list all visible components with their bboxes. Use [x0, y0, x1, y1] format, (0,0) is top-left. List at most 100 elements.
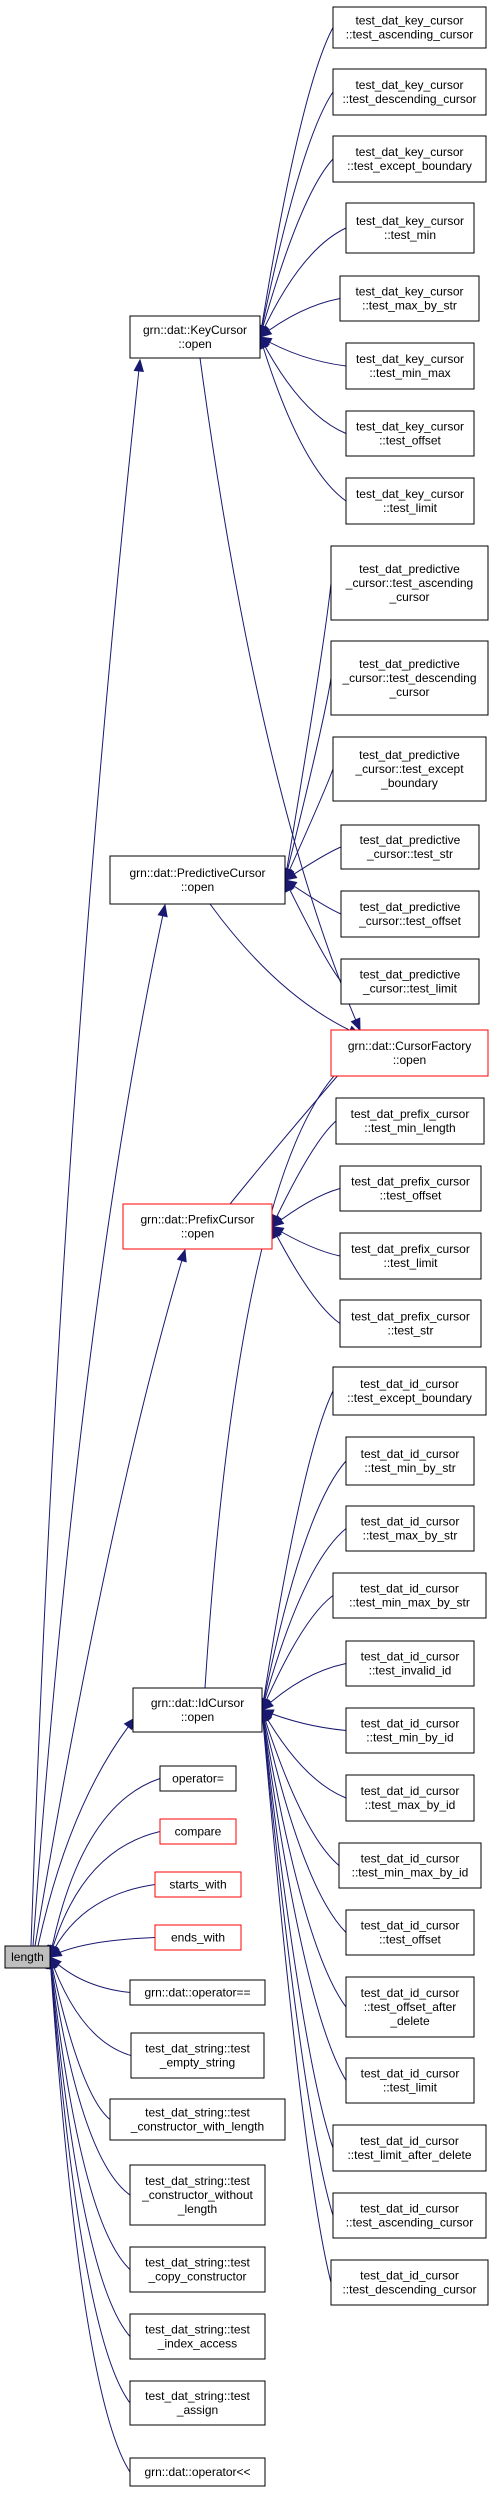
node-compare[interactable]: compare: [159, 1818, 237, 1845]
node-label: ::test_offset_after: [364, 2000, 457, 2014]
node-s-assign[interactable]: test_dat_string::test_assign: [129, 2380, 266, 2426]
node-ends-with[interactable]: ends_with: [154, 1924, 242, 1951]
node-id-desc[interactable]: test_dat_id_cursor::test_descending_curs…: [330, 2259, 489, 2306]
node-label: grn::dat::IdCursor: [151, 1696, 244, 1710]
node-id-except[interactable]: test_dat_id_cursor::test_except_boundary: [332, 1366, 487, 1416]
edge-length-to-pfx_open: [34, 1248, 187, 1947]
node-pfx-minlen[interactable]: test_dat_prefix_cursor::test_min_length: [335, 1097, 485, 1145]
node-label: grn::dat::PredictiveCursor: [129, 866, 265, 880]
edge-line: [259, 336, 347, 367]
node-label: test_dat_string::test: [145, 2174, 250, 2188]
edge-pc_open-to-pc_asc: [281, 582, 332, 882]
node-id-minmaxid[interactable]: test_dat_id_cursor::test_min_max_by_id: [338, 1842, 482, 1889]
node-starts-with[interactable]: starts_with: [154, 1871, 242, 1898]
node-kc-maxstr[interactable]: test_dat_key_cursor::test_max_by_str: [339, 275, 480, 322]
node-pc-str[interactable]: test_dat_predictive_cursor::test_str: [340, 824, 480, 870]
node-id-minstr[interactable]: test_dat_id_cursor::test_min_by_str: [345, 1436, 475, 1486]
node-pc-offset[interactable]: test_dat_predictive_cursor::test_offset: [340, 890, 480, 938]
node-pc-asc[interactable]: test_dat_predictive_cursor::test_ascendi…: [330, 545, 489, 621]
node-kc-limit[interactable]: test_dat_key_cursor::test_limit: [345, 477, 475, 525]
node-label: _constructor_without: [141, 2188, 253, 2202]
node-s-empty[interactable]: test_dat_string::test_empty_string: [130, 2032, 265, 2079]
node-pfx-open[interactable]: grn::dat::PrefixCursor::open: [122, 1203, 273, 1250]
edge-id_open-to-id_maxstr: [259, 1528, 347, 1712]
node-pfx-offset[interactable]: test_dat_prefix_cursor::test_offset: [339, 1165, 482, 1212]
node-box: [129, 2164, 266, 2226]
node-label: test_dat_string::test: [145, 2042, 250, 2056]
node-kc-offset[interactable]: test_dat_key_cursor::test_offset: [345, 410, 475, 457]
node-id-limdel[interactable]: test_dat_id_cursor::test_limit_after_del…: [332, 2124, 487, 2172]
node-kc-minmax[interactable]: test_dat_key_cursor::test_min_max: [345, 342, 475, 390]
node-id-maxid[interactable]: test_dat_id_cursor::test_max_by_id: [345, 1774, 475, 1822]
node-box: [345, 1909, 475, 1956]
node-label: test_dat_id_cursor: [361, 1447, 460, 1461]
node-id-open[interactable]: grn::dat::IdCursor::open: [132, 1687, 263, 1733]
node-label: test_dat_key_cursor: [356, 352, 464, 366]
node-label: ::test_limit: [383, 1256, 438, 1270]
node-label: test_dat_id_cursor: [361, 2067, 460, 2081]
arrowhead-icon: [271, 1225, 282, 1240]
edge-id_open-to-id_minmaxstr: [261, 1595, 334, 1712]
node-id-offdel[interactable]: test_dat_id_cursor::test_offset_after_de…: [345, 1976, 475, 2038]
node-length[interactable]: length: [4, 1945, 51, 1969]
node-pc-except[interactable]: test_dat_predictive_cursor::test_except_…: [332, 736, 487, 802]
node-label: test_dat_id_cursor: [361, 1784, 460, 1798]
node-op-assign[interactable]: operator=: [159, 1765, 237, 1792]
node-label: _cursor::test_offset: [358, 914, 461, 928]
node-id-minid[interactable]: test_dat_id_cursor::test_min_by_id: [345, 1707, 475, 1754]
edge-length-to-kc_open: [30, 358, 144, 1947]
node-pfx-limit[interactable]: test_dat_prefix_cursor::test_limit: [339, 1232, 482, 1280]
node-label: ::test_limit_after_delete: [347, 2148, 471, 2162]
edge-id_open-to-cf_open: [204, 1059, 352, 1689]
node-box: [159, 1818, 237, 1845]
node-label: ::test_min_by_id: [366, 1731, 453, 1745]
edge-kc_open-to-kc_minmax: [258, 336, 347, 367]
node-label: ::test_min_max: [369, 366, 450, 380]
node-s-index[interactable]: test_dat_string::test_index_access: [129, 2313, 266, 2360]
node-pc-open[interactable]: grn::dat::PredictiveCursor::open: [109, 855, 286, 905]
edge-line: [49, 1956, 131, 2337]
edge-length-to-op_assign: [47, 1778, 161, 1959]
node-id-asc[interactable]: test_dat_id_cursor::test_ascending_curso…: [332, 2192, 487, 2239]
node-box: [340, 890, 480, 938]
node-s-copy[interactable]: test_dat_string::test_copy_constructor: [129, 2246, 266, 2293]
edge-pc_open-to-pc_except: [284, 768, 334, 882]
node-kc-except[interactable]: test_dat_key_cursor::test_except_boundar…: [332, 135, 487, 183]
node-box: [339, 1232, 482, 1280]
node-cf-open[interactable]: grn::dat::CursorFactory::open: [330, 1029, 489, 1077]
node-op-shl[interactable]: grn::dat::operator<<: [129, 2457, 266, 2487]
node-kc-asc[interactable]: test_dat_key_cursor::test_ascending_curs…: [332, 6, 487, 49]
node-id-maxstr[interactable]: test_dat_id_cursor::test_max_by_str: [345, 1505, 475, 1552]
node-id-invalid[interactable]: test_dat_id_cursor::test_invalid_id: [345, 1640, 475, 1687]
node-id-limit[interactable]: test_dat_id_cursor::test_limit: [345, 2057, 475, 2104]
node-pfx-str[interactable]: test_dat_prefix_cursor::test_str: [339, 1299, 482, 1348]
edge-length-to-ends_with: [48, 1937, 156, 1958]
node-box: [339, 275, 480, 322]
edge-id_open-to-id_invalid: [261, 1663, 347, 1711]
arrowhead-icon: [270, 1215, 285, 1228]
edge-line: [261, 1528, 347, 1711]
node-label: _length: [177, 2202, 217, 2216]
edge-line: [261, 1709, 347, 1933]
node-label: ::test_max_by_str: [363, 1529, 458, 1543]
node-id-offset[interactable]: test_dat_id_cursor::test_offset: [345, 1909, 475, 1956]
edge-line: [49, 1956, 131, 2473]
node-pc-desc[interactable]: test_dat_predictive_cursor::test_descend…: [330, 640, 489, 716]
node-s-ctorwo[interactable]: test_dat_string::test_constructor_withou…: [129, 2164, 266, 2226]
nodes-layer: lengthgrn::dat::KeyCursor::opentest_dat_…: [4, 6, 489, 2487]
node-id-minmaxstr[interactable]: test_dat_id_cursor::test_min_max_by_str: [332, 1572, 487, 1619]
node-box: [332, 736, 487, 802]
node-box: [338, 1842, 482, 1889]
node-kc-min[interactable]: test_dat_key_cursor::test_min: [345, 202, 475, 254]
edge-line: [261, 1390, 334, 1711]
node-label: test_dat_predictive: [359, 657, 460, 671]
node-kc-open[interactable]: grn::dat::KeyCursor::open: [129, 315, 261, 359]
edge-kc_open-to-kc_offset: [259, 335, 347, 434]
node-pc-limit[interactable]: test_dat_predictive_cursor::test_limit: [340, 958, 480, 1005]
node-s-ctorlen[interactable]: test_dat_string::test_constructor_with_l…: [109, 2098, 286, 2141]
edge-kc_open-to-kc_asc: [256, 27, 334, 339]
edge-line: [261, 1709, 340, 1866]
node-op-eq[interactable]: grn::dat::operator==: [129, 1979, 266, 2006]
node-label: ::open: [393, 1053, 426, 1067]
node-kc-desc[interactable]: test_dat_key_cursor::test_descending_cur…: [332, 68, 487, 116]
